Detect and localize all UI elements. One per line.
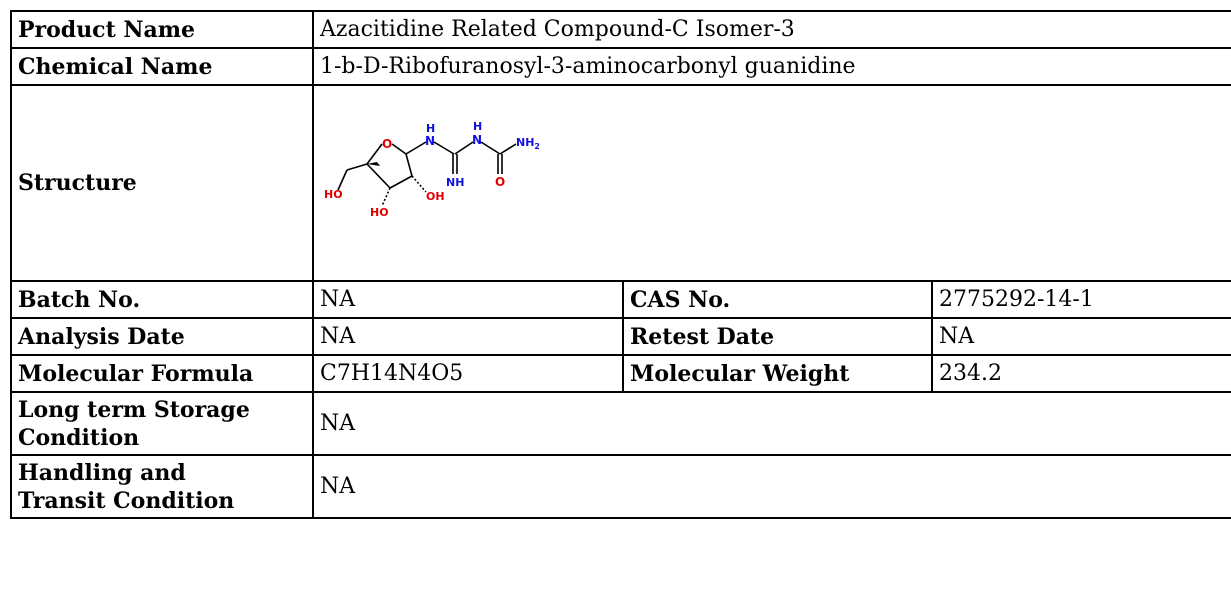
- molecular-formula-value: C7H14N4O5: [312, 354, 624, 393]
- bond-c3-oh: [381, 187, 391, 207]
- handling-value: NA: [312, 454, 1231, 519]
- row-product-name: Product Name Azacitidine Related Compoun…: [10, 10, 1231, 49]
- handling-label-line1: Handling and: [18, 459, 186, 486]
- atom-n2-h: H: [473, 120, 482, 133]
- bond-c-nh2: [499, 143, 517, 155]
- atom-n2: N: [472, 133, 482, 147]
- molecular-formula-label: Molecular Formula: [10, 354, 314, 393]
- atom-oh-right: OH: [426, 190, 445, 203]
- row-dates: Analysis Date NA Retest Date NA: [10, 317, 1231, 356]
- bond-o-c1: [391, 143, 407, 155]
- chemical-name-label: Chemical Name: [10, 47, 314, 86]
- bond-c3-c4: [366, 163, 391, 189]
- bond-n-c: [433, 141, 455, 155]
- row-batch-cas: Batch No. NA CAS No. 2775292-14-1: [10, 280, 1231, 319]
- chemical-name-value: 1-b-D-Ribofuranosyl-3-aminocarbonyl guan…: [312, 47, 1231, 86]
- cas-no-value: 2775292-14-1: [931, 280, 1231, 319]
- batch-no-value: NA: [312, 280, 624, 319]
- product-name-label: Product Name: [10, 10, 314, 49]
- bond-c4-c5: [346, 163, 368, 171]
- atom-nh2-main: NH: [516, 136, 534, 149]
- structure-cell: O HO HO OH H N NH H N NH2 O: [312, 84, 1231, 282]
- atom-ho-bottom: HO: [370, 206, 389, 219]
- cas-no-label: CAS No.: [622, 280, 933, 319]
- batch-no-label: Batch No.: [10, 280, 314, 319]
- analysis-date-label: Analysis Date: [10, 317, 314, 356]
- atom-n1: N: [425, 134, 435, 148]
- molecular-weight-value: 234.2: [931, 354, 1231, 393]
- atom-nh2-subscript: 2: [534, 142, 540, 151]
- bond-c1-c2: [405, 153, 413, 177]
- structure-label: Structure: [10, 84, 314, 282]
- row-structure: Structure: [10, 84, 1231, 282]
- chemical-structure-image: O HO HO OH H N NH H N NH2 O: [324, 120, 540, 219]
- bond-c-n2: [454, 141, 474, 155]
- bond-c2-c3: [389, 175, 413, 189]
- product-spec-table: Product Name Azacitidine Related Compoun…: [10, 10, 1231, 519]
- atom-o-carbonyl: O: [495, 175, 505, 189]
- handling-label-line2: Transit Condition: [18, 487, 235, 514]
- atom-n1-h: H: [426, 122, 435, 135]
- analysis-date-value: NA: [312, 317, 624, 356]
- atom-nh-imine: NH: [446, 176, 464, 189]
- bond-c2-oh: [411, 175, 427, 193]
- retest-date-value: NA: [931, 317, 1231, 356]
- row-formula-weight: Molecular Formula C7H14N4O5 Molecular We…: [10, 354, 1231, 393]
- bond-c5-o: [337, 169, 348, 191]
- molecular-weight-label: Molecular Weight: [622, 354, 933, 393]
- retest-date-label: Retest Date: [622, 317, 933, 356]
- storage-label-line1: Long term Storage: [18, 396, 250, 423]
- storage-label-line2: Condition: [18, 424, 140, 451]
- wedge-c4: [367, 162, 380, 166]
- atom-o-ring: O: [382, 137, 392, 151]
- atom-nh2: NH2: [516, 136, 540, 151]
- atom-ho-left: HO: [324, 188, 343, 201]
- structure-bonds: [337, 141, 517, 207]
- bond-c4-o: [366, 143, 383, 165]
- structure-image-wrap: O HO HO OH H N NH H N NH2 O: [314, 86, 1231, 244]
- row-chemical-name: Chemical Name 1-b-D-Ribofuranosyl-3-amin…: [10, 47, 1231, 86]
- storage-value: NA: [312, 391, 1231, 456]
- product-name-value: Azacitidine Related Compound-C Isomer-3: [312, 10, 1231, 49]
- bond-n2-c: [480, 141, 501, 155]
- bond-c1-n: [405, 141, 427, 155]
